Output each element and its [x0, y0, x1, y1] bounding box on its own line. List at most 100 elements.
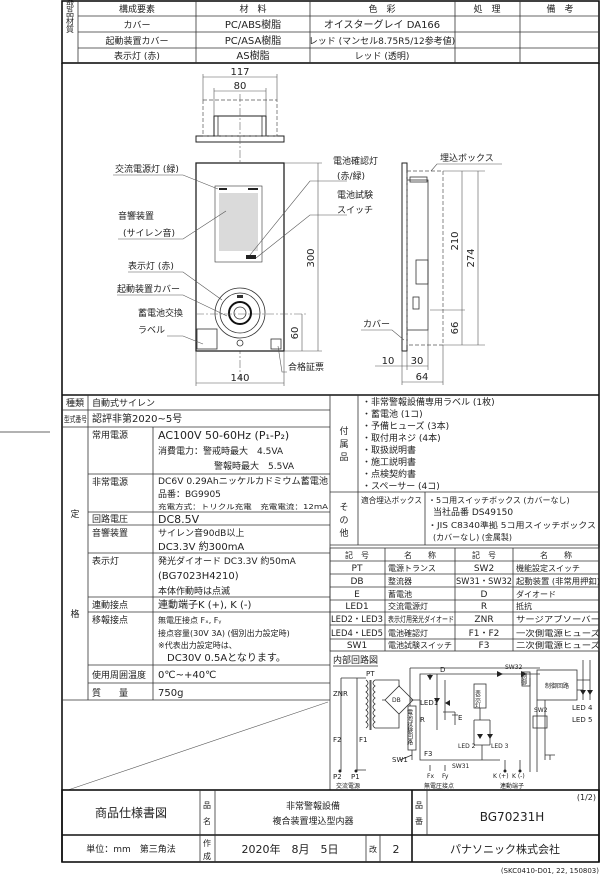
accessories-label: 付: [339, 426, 348, 437]
circuit-label-sw1: SW1: [392, 756, 408, 764]
circuit-label-sw32: SW32: [505, 664, 523, 671]
header-treatment: 処 理: [473, 3, 500, 15]
symbol-code: LED1: [345, 602, 368, 612]
accessories-section: 付 属 品 ・非常警報設備専用ラベル (1枚) ・蓄電池 (1コ) ・予備ヒュー…: [330, 395, 599, 546]
label-test-switch-sub: スイッチ: [337, 205, 373, 216]
spec-value: サイレン音90dB以上: [158, 527, 244, 539]
circuit-label-d: D: [440, 666, 445, 674]
symbol-code: F3: [479, 641, 490, 651]
label-battery-exchange-sub: ラベル: [138, 325, 165, 336]
dim-30: 30: [411, 356, 424, 367]
circuit-label-led5: LED 5: [572, 716, 592, 724]
spec-model-label: 型式番号: [64, 414, 87, 424]
spec-value: 接点容量(30V 3A) (個別出力設定時): [158, 628, 290, 638]
symbol-code: DB: [350, 577, 363, 587]
circuit-label-control: 制御回路: [545, 682, 569, 690]
compatible-box-line: (カバーなし) (金属製): [433, 532, 512, 542]
dim-80: 80: [234, 81, 247, 92]
circuit-label-sw31: SW31: [452, 763, 470, 770]
specs-table: 種類 自動式サイレン 型式番号 認評非第2020~5号 定 格 常用電源 AC1…: [62, 394, 599, 791]
accessory-item: ・取扱説明書: [362, 444, 416, 456]
label-indicator: 表示灯 (赤): [128, 260, 174, 272]
header-material: 材 料: [239, 3, 266, 15]
symbol-name: 一次側電源ヒューズ: [516, 628, 600, 638]
spec-value: ※代表出力設定時は、: [158, 640, 237, 650]
circuit-label-f2: F2: [333, 736, 341, 744]
circuit-label-fx: Fx: [427, 773, 434, 780]
dim-117: 117: [230, 67, 249, 78]
spec-label: 質 量: [92, 687, 128, 699]
circuit-label-r: R: [420, 716, 425, 724]
spec-label: 使用周囲温度: [92, 669, 146, 681]
circuit-diagram: 内部回路図: [333, 654, 593, 790]
spec-value: 品番：BG9905: [158, 488, 221, 500]
symbols-header: 記 号: [472, 550, 496, 560]
spec-value: 本体作動時は点滅: [158, 585, 230, 597]
material-row-color: レッド (マンセル8.75R5/12参考値): [309, 35, 455, 47]
revision-label: 改: [369, 844, 377, 854]
header-remarks: 備 考: [546, 3, 573, 15]
spec-type-value: 自動式サイレン: [92, 397, 155, 409]
symbol-name: 起動装置 (非常用押釦): [516, 576, 600, 586]
symbol-name: 電源トランス: [388, 564, 436, 573]
circuit-label-k-minus: K (-): [512, 773, 525, 780]
accessory-item: ・スペーサー (4コ): [362, 481, 440, 492]
circuit-title: 内部回路図: [333, 654, 378, 666]
symbol-name: 二次側電源ヒューズ: [516, 640, 600, 650]
circuit-label-led1: LED1: [420, 699, 438, 707]
dim-10: 10: [382, 356, 395, 367]
circuit-label-indicator: 表示灯: [474, 689, 481, 709]
circuit-label-e: E: [458, 714, 462, 722]
symbol-code: LED2・LED3: [331, 615, 383, 625]
spec-value: 無電圧接点 Fₓ, Fᵧ: [158, 615, 221, 625]
start-button-icon: [228, 301, 252, 325]
dim-64: 64: [416, 372, 429, 383]
symbol-code: LED4・LED5: [331, 629, 383, 639]
compatible-box-line: 当社品番 DS49150: [433, 506, 513, 518]
accessory-item: ・取付用ネジ (4本): [362, 432, 441, 444]
spec-label: 常用電源: [92, 429, 128, 441]
circuit-label-k-plus: K (+): [493, 773, 509, 780]
material-row-color: レッド (透明): [355, 51, 410, 62]
spec-type-label: 種類: [66, 398, 84, 409]
spec-label: 移報接点: [92, 614, 128, 626]
symbol-name: ダイオード: [516, 589, 556, 599]
circuit-label-dry-contact: 無電圧接点: [424, 782, 454, 790]
spec-section-2: 格: [70, 608, 79, 620]
spec-value: DC8.5V: [158, 513, 200, 526]
spec-value: 750g: [158, 688, 183, 699]
symbol-code: SW31・SW32: [456, 577, 512, 587]
accessory-item: ・予備ヒューズ (3本): [362, 420, 449, 432]
circuit-label-f1: F1: [359, 736, 367, 744]
spec-value: AC100V 50-60Hz (P₁-P₂): [158, 429, 289, 442]
other-label: そ: [339, 502, 348, 513]
circuit-label-pt: PT: [366, 670, 375, 678]
spec-value: DC6V 0.29Ahニッケルカドミウム蓄電池: [158, 475, 328, 487]
circuit-label-battery-test: 電池試験回路: [406, 709, 413, 746]
accessory-item: ・非常警報設備専用ラベル (1枚): [362, 396, 495, 408]
symbol-name: サージアブソーバー: [516, 614, 600, 624]
battery-test-switch-icon: [246, 255, 256, 259]
created-label: 成: [203, 851, 211, 861]
label-sounder-sub: (サイレン音): [123, 227, 175, 239]
company-name: パナソニック株式会社: [450, 842, 560, 856]
label-ac-lamp: 交流電源灯 (緑): [115, 163, 179, 175]
circuit-label-led4: LED 4: [572, 704, 593, 712]
product-name-2: 複合装置埋込型内器: [272, 815, 353, 827]
label-test-switch: 電池試験: [337, 189, 373, 201]
symbol-name: 整流器: [388, 576, 412, 586]
circuit-label-ac-source: 交流電源: [336, 782, 360, 790]
spec-label: 表示灯: [92, 555, 119, 567]
header-component: 構成要素: [119, 3, 155, 15]
created-date: 2020年 8月 5日: [242, 842, 339, 856]
product-number: BG70231H: [480, 810, 545, 824]
grille-holes: [219, 193, 258, 251]
name-label: 品: [203, 801, 211, 810]
unit-projection: 単位：mm 第三角法: [86, 843, 176, 855]
revision-number: 2: [393, 843, 400, 856]
symbol-name: 抵抗: [516, 601, 532, 611]
symbols-header: 記 号: [345, 550, 369, 560]
symbols-header: 名 称: [404, 550, 436, 560]
symbol-code: SW1: [347, 641, 367, 651]
